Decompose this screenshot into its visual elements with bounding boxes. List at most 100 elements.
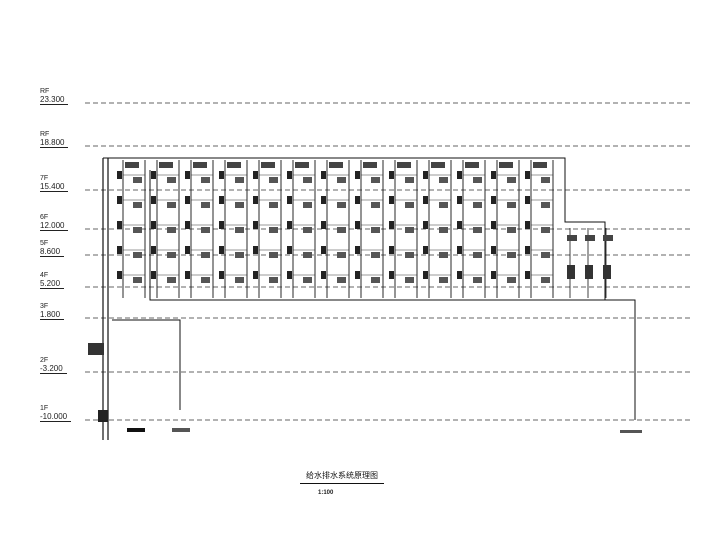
valve-symbol — [287, 171, 292, 179]
unit-tag — [159, 162, 173, 168]
unit-tag — [125, 162, 139, 168]
valve-symbol — [355, 271, 360, 279]
level-name: 2F — [40, 357, 49, 364]
fixture-symbol — [541, 177, 550, 183]
fixture-symbol — [371, 177, 380, 183]
level-name: 7F — [40, 175, 49, 182]
fixture-symbol — [133, 202, 142, 208]
fixture-symbol — [439, 227, 448, 233]
valve-symbol — [389, 271, 394, 279]
valve-symbol — [423, 196, 428, 204]
level-name: RF — [40, 131, 50, 138]
fixture-symbol — [337, 227, 346, 233]
fixture-symbol — [235, 202, 244, 208]
fixture-symbol — [405, 202, 414, 208]
unit-tag — [499, 162, 513, 168]
level-elevation: 12.000 — [40, 222, 69, 231]
unit-tag — [431, 162, 445, 168]
valve-symbol — [287, 246, 292, 254]
valve-symbol — [389, 221, 394, 229]
valve-symbol — [151, 196, 156, 204]
valve-symbol — [457, 171, 462, 179]
fixture-symbol — [167, 177, 176, 183]
valve-symbol — [185, 196, 190, 204]
equipment-tag — [127, 428, 145, 432]
valve-symbol — [491, 271, 496, 279]
valve-symbol — [457, 221, 462, 229]
fixture-symbol — [507, 227, 516, 233]
unit-tag — [261, 162, 275, 168]
fixture-symbol — [235, 277, 244, 283]
valve-symbol — [219, 196, 224, 204]
drawing-title: 给水排水系统原理图 — [300, 470, 384, 484]
valve-symbol — [219, 171, 224, 179]
unit-tag — [533, 162, 547, 168]
fixture-symbol — [507, 202, 516, 208]
unit-tag — [295, 162, 309, 168]
valve-symbol — [287, 196, 292, 204]
return-main-pipe — [150, 299, 636, 420]
fixture-symbol — [269, 177, 278, 183]
level-elevation: -3.200 — [40, 365, 67, 374]
valve-symbol — [423, 246, 428, 254]
level-elevation: 8.600 — [40, 248, 65, 257]
fixture-symbol — [405, 227, 414, 233]
fixture-symbol — [473, 252, 482, 258]
fixture-symbol — [269, 202, 278, 208]
fixture-symbol — [303, 227, 312, 233]
valve-group — [88, 343, 104, 355]
valve-symbol — [151, 246, 156, 254]
pump-symbol — [98, 410, 108, 422]
fixture-symbol — [439, 177, 448, 183]
valve-symbol — [253, 196, 258, 204]
valve-symbol — [117, 271, 122, 279]
fixture-symbol — [541, 227, 550, 233]
valve-symbol — [185, 171, 190, 179]
valve-symbol — [389, 171, 394, 179]
fixture-symbol — [439, 252, 448, 258]
fixture-symbol — [405, 277, 414, 283]
fixture-symbol — [371, 202, 380, 208]
valve-symbol — [117, 171, 122, 179]
fixture-symbol — [567, 265, 575, 279]
unit-tag — [227, 162, 241, 168]
valve-symbol — [117, 246, 122, 254]
valve-symbol — [423, 271, 428, 279]
fixture-symbol — [133, 227, 142, 233]
fixture-symbol — [133, 277, 142, 283]
valve-symbol — [253, 246, 258, 254]
valve-symbol — [185, 271, 190, 279]
fixture-symbol — [201, 177, 210, 183]
fixture-symbol — [507, 252, 516, 258]
valve-symbol — [151, 271, 156, 279]
level-elevation: 18.800 — [40, 139, 69, 148]
level-name: RF — [40, 88, 50, 95]
level-label: 1F-10.000 — [40, 405, 72, 422]
basement-branch-pipe — [112, 319, 181, 410]
valve-symbol — [219, 246, 224, 254]
unit-tag — [567, 235, 577, 241]
level-elevation: 5.200 — [40, 280, 65, 289]
valve-symbol — [491, 196, 496, 204]
fixture-symbol — [473, 177, 482, 183]
fixture-symbol — [303, 202, 312, 208]
fixture-symbol — [541, 252, 550, 258]
valve-symbol — [355, 196, 360, 204]
fixture-symbol — [269, 277, 278, 283]
fixture-symbol — [507, 177, 516, 183]
fixture-symbol — [303, 277, 312, 283]
valve-symbol — [321, 196, 326, 204]
unit-tag — [585, 235, 595, 241]
fixture-symbol — [405, 252, 414, 258]
fixture-symbol — [201, 202, 210, 208]
fixture-symbol — [167, 252, 176, 258]
valve-symbol — [219, 221, 224, 229]
fixture-symbol — [167, 277, 176, 283]
valve-symbol — [355, 171, 360, 179]
unit-tag — [329, 162, 343, 168]
valve-symbol — [525, 171, 530, 179]
fixture-symbol — [541, 277, 550, 283]
drawing-scale: 1:100 — [318, 490, 334, 496]
